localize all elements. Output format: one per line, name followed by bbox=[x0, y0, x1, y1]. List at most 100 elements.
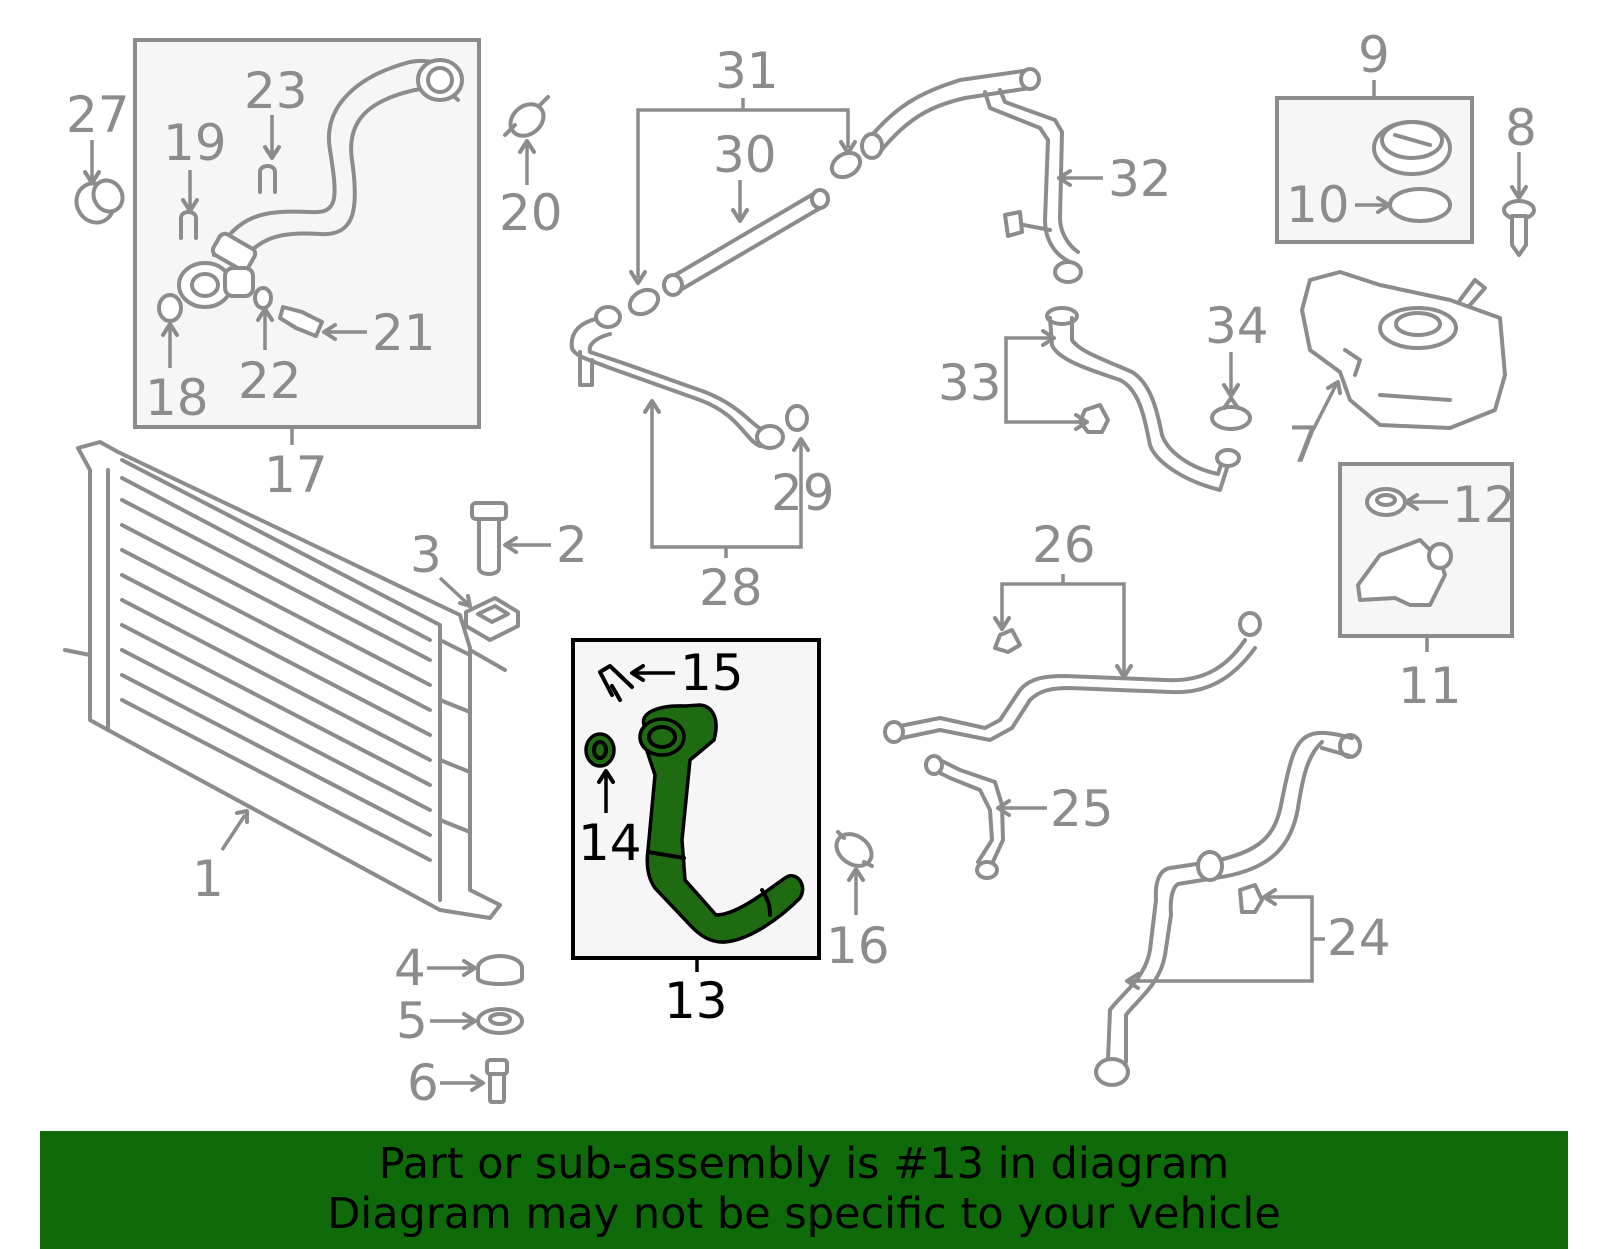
arrow-1 bbox=[235, 809, 249, 824]
arrow-33b bbox=[1074, 413, 1089, 431]
info-banner: Part or sub-assembly is #13 in diagram D… bbox=[40, 1131, 1568, 1249]
callout-4: 4 bbox=[394, 939, 426, 997]
callout-25: 25 bbox=[1050, 780, 1114, 838]
upper-hose-17 bbox=[177, 58, 464, 309]
clamp-34 bbox=[1210, 396, 1252, 431]
arrow-21 bbox=[322, 323, 337, 341]
arrow-12 bbox=[1404, 493, 1419, 511]
cap-9 bbox=[1372, 120, 1452, 176]
arrow-6 bbox=[470, 1074, 485, 1092]
arrow-8 bbox=[1510, 185, 1528, 200]
clip-15 bbox=[598, 664, 634, 702]
pipe-26 bbox=[883, 611, 1262, 744]
arrow-7 bbox=[1326, 380, 1342, 395]
callout-22: 22 bbox=[238, 352, 302, 410]
hose-30 bbox=[662, 188, 830, 297]
arrow-19 bbox=[181, 198, 199, 213]
callout-34: 34 bbox=[1205, 297, 1269, 355]
leader-33 bbox=[1004, 336, 1083, 424]
callout-1: 1 bbox=[192, 850, 224, 908]
mount-3 bbox=[464, 596, 520, 642]
callout-18: 18 bbox=[145, 369, 209, 427]
mount-4 bbox=[476, 954, 524, 986]
callout-16: 16 bbox=[826, 917, 890, 975]
arrow-4 bbox=[462, 959, 477, 977]
callout-30: 30 bbox=[713, 126, 777, 184]
callout-21: 21 bbox=[372, 304, 436, 362]
arrow-2 bbox=[503, 536, 518, 554]
callout-17: 17 bbox=[264, 446, 328, 504]
arrow-26b bbox=[1115, 664, 1133, 679]
arrow-26a bbox=[993, 616, 1011, 631]
arrow-29 bbox=[792, 437, 810, 452]
arrow-24b bbox=[1125, 972, 1140, 990]
lower-hose-13[interactable] bbox=[638, 703, 805, 944]
arrow-16 bbox=[847, 867, 865, 882]
clamp-31a bbox=[627, 287, 661, 317]
callout-29: 29 bbox=[771, 464, 835, 522]
pipe-24 bbox=[1094, 730, 1362, 1087]
callout-31: 31 bbox=[715, 42, 779, 100]
pipe-28 bbox=[569, 305, 785, 450]
banner-line-2: Diagram may not be specific to your vehi… bbox=[327, 1189, 1281, 1239]
pipe-32 bbox=[860, 67, 1083, 284]
leader-7 bbox=[1311, 384, 1338, 431]
arrow-32 bbox=[1057, 169, 1072, 187]
arrow-27 bbox=[83, 170, 101, 185]
bracket-11 bbox=[1356, 538, 1453, 607]
arrow-34 bbox=[1222, 383, 1240, 398]
callout-7: 7 bbox=[1288, 416, 1320, 474]
arrow-22 bbox=[256, 307, 274, 322]
callout-19: 19 bbox=[163, 114, 227, 172]
o-ring-14-inner bbox=[592, 740, 608, 760]
callout-27: 27 bbox=[66, 86, 130, 144]
callout-11: 11 bbox=[1398, 657, 1462, 715]
callout-3: 3 bbox=[410, 526, 442, 584]
arrow-31b bbox=[839, 140, 857, 155]
callout-12: 12 bbox=[1452, 476, 1516, 534]
sensor-21 bbox=[278, 305, 324, 338]
bushing-5 bbox=[476, 1007, 524, 1035]
clamp-16 bbox=[834, 830, 874, 868]
callout-10: 10 bbox=[1286, 176, 1350, 234]
arrow-30 bbox=[731, 208, 749, 223]
leader-24 bbox=[1131, 895, 1314, 983]
grommet-27 bbox=[74, 178, 125, 225]
screw-8 bbox=[1502, 199, 1536, 257]
arrow-33a bbox=[1041, 329, 1056, 347]
o-ring-18 bbox=[157, 293, 183, 323]
arrow-24a bbox=[1262, 888, 1277, 906]
o-ring-14 bbox=[584, 732, 616, 768]
callout-20: 20 bbox=[499, 184, 563, 242]
arrow-25 bbox=[996, 799, 1011, 817]
hose-25 bbox=[924, 754, 1005, 880]
arrow-20 bbox=[518, 139, 536, 154]
clamp-31b bbox=[829, 150, 863, 180]
arrow-23 bbox=[263, 145, 281, 160]
radiator-1 bbox=[63, 440, 507, 920]
leader-3 bbox=[438, 576, 470, 606]
clip-23 bbox=[258, 164, 277, 194]
banner-line-1: Part or sub-assembly is #13 in diagram bbox=[378, 1139, 1230, 1189]
o-ring-22 bbox=[253, 286, 273, 310]
seal-10 bbox=[1388, 187, 1452, 223]
callout-14: 14 bbox=[578, 814, 642, 872]
callout-23: 23 bbox=[244, 62, 308, 120]
callout-13: 13 bbox=[664, 972, 728, 1030]
pipe-33 bbox=[1045, 306, 1241, 492]
arrow-10 bbox=[1376, 196, 1391, 214]
arrow-15 bbox=[630, 664, 645, 682]
arrow-28 bbox=[643, 399, 661, 414]
bolt-6 bbox=[485, 1058, 509, 1104]
arrow-31a bbox=[629, 270, 647, 285]
leader-26 bbox=[1000, 582, 1126, 673]
o-ring-29 bbox=[785, 404, 809, 432]
callout-15: 15 bbox=[680, 644, 744, 702]
arrow-14 bbox=[597, 769, 615, 784]
callout-6: 6 bbox=[407, 1054, 439, 1112]
callout-24: 24 bbox=[1327, 909, 1391, 967]
arrow-3 bbox=[458, 594, 472, 608]
callout-26: 26 bbox=[1032, 516, 1096, 574]
callout-2: 2 bbox=[556, 516, 588, 574]
